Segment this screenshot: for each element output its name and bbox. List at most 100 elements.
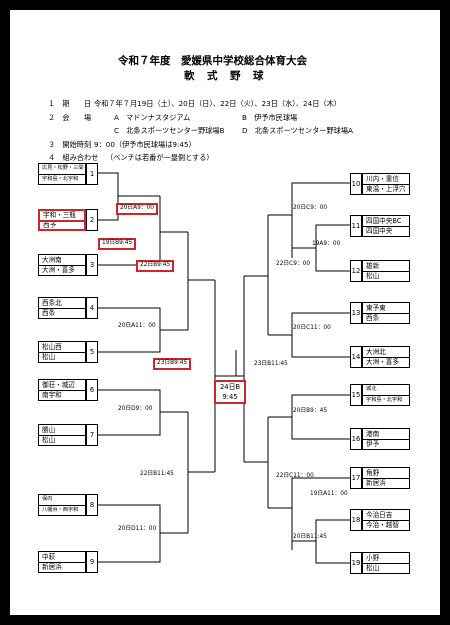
game-label: 20日B11:45 bbox=[293, 534, 327, 540]
team-name: 保内 bbox=[42, 496, 53, 503]
team-box: 保内八幡浜・西宇和 bbox=[38, 494, 86, 516]
team-box: 御荘・城辺南宇和 bbox=[38, 379, 86, 401]
seed-number: 8 bbox=[86, 494, 98, 516]
team-name: 川内・重信 bbox=[366, 174, 399, 183]
team-name: 今治・越智 bbox=[363, 520, 409, 530]
venue-c: C 北条スポーツセンター野球場B bbox=[114, 126, 225, 135]
team-box: 中萩新居浜 bbox=[38, 551, 86, 573]
game-label: 19A9：00 bbox=[312, 241, 341, 247]
team-name: 宇和島・北宇和 bbox=[39, 174, 85, 184]
team-name: 東予東 bbox=[366, 303, 386, 312]
team-name: 角野 bbox=[366, 468, 380, 477]
team-name: 新居浜 bbox=[363, 478, 409, 488]
seed-number: 19 bbox=[350, 552, 362, 574]
document-subtitle: 軟 式 野 球 bbox=[184, 70, 265, 82]
game-label: 20日B9：45 bbox=[293, 408, 328, 414]
seed-number: 7 bbox=[86, 424, 98, 446]
team-name: 宇和・三瓶 bbox=[43, 211, 76, 220]
seed-number: 2 bbox=[86, 209, 98, 231]
period-label: １ 期 日 bbox=[48, 99, 92, 108]
seed-number: 6 bbox=[86, 379, 98, 401]
venue-label: ２ 会 場 bbox=[48, 113, 92, 122]
team-name: 松山 bbox=[363, 563, 409, 573]
game-label: 20日A9：00 bbox=[116, 203, 159, 215]
venue-b: B 伊予市民球場 bbox=[242, 113, 298, 122]
seed-number: 4 bbox=[86, 297, 98, 319]
team-box: 西条北西条 bbox=[38, 297, 86, 319]
team-name: 小野 bbox=[366, 553, 380, 562]
team-name: 宇和島・北宇和 bbox=[363, 395, 409, 405]
team-name: 松山 bbox=[39, 352, 85, 362]
team-box: 川内・重信東温・上浮穴 bbox=[362, 173, 410, 195]
team-name: 今治日吉 bbox=[366, 510, 393, 519]
period-value: 令和７年７月19日（土）、20日（日）、22日（火）、23日（水）、24日（木） bbox=[94, 99, 341, 108]
seed-number: 14 bbox=[350, 346, 362, 368]
team-name: 城北 bbox=[366, 386, 377, 393]
document-title: 令和７年度 愛媛県中学校総合体育大会 bbox=[118, 55, 307, 67]
seed-number: 10 bbox=[350, 173, 362, 195]
team-name: 伊予 bbox=[363, 439, 409, 449]
team-box: 小野松山 bbox=[362, 552, 410, 574]
game-label: 22日C11：00 bbox=[276, 473, 314, 479]
team-name: 四国中央 bbox=[363, 226, 409, 236]
team-name: 港南 bbox=[366, 429, 380, 438]
team-box: 今治日吉今治・越智 bbox=[362, 509, 410, 531]
seed-number: 11 bbox=[350, 215, 362, 237]
team-name: 西条 bbox=[39, 308, 85, 318]
team-box: 広見・松野・三間宇和島・北宇和 bbox=[38, 163, 86, 185]
seed-number: 15 bbox=[350, 384, 362, 406]
team-box: 宇和・三瓶西予 bbox=[38, 209, 86, 231]
team-box: 角野新居浜 bbox=[362, 467, 410, 489]
team-box: 城北宇和島・北宇和 bbox=[362, 384, 410, 406]
team-name: 松山 bbox=[39, 435, 85, 445]
seed-number: 9 bbox=[86, 551, 98, 573]
game-label: 23日B11:45 bbox=[254, 361, 288, 367]
team-name: 西条 bbox=[363, 313, 409, 323]
team-name: 西予 bbox=[40, 220, 84, 229]
team-box: 港南伊予 bbox=[362, 428, 410, 450]
seed-number: 16 bbox=[350, 428, 362, 450]
team-name: 松山 bbox=[363, 271, 409, 281]
game-label: 20日D11：00 bbox=[118, 526, 157, 532]
team-name: 大洲・喜多 bbox=[39, 265, 85, 275]
bracket-document: 令和７年度 愛媛県中学校総合体育大会 軟 式 野 球 １ 期 日 令和７年７月1… bbox=[10, 10, 440, 615]
seed-number: 12 bbox=[350, 260, 362, 282]
team-name: 広見・松野・三間 bbox=[42, 165, 84, 172]
seed-number: 3 bbox=[86, 254, 98, 276]
team-box: 雄新松山 bbox=[362, 260, 410, 282]
game-label: 19日A11：00 bbox=[310, 491, 348, 497]
team-name: 松山西 bbox=[42, 342, 62, 351]
team-name: 四国中央BC bbox=[366, 216, 402, 225]
final-game-date: 24日B bbox=[219, 383, 241, 391]
team-name: 御荘・城辺 bbox=[42, 380, 75, 389]
game-label: 20日A11：00 bbox=[118, 323, 156, 329]
team-name: 大洲南 bbox=[42, 255, 62, 264]
team-box: 大洲南大洲・喜多 bbox=[38, 254, 86, 276]
seed-number: 1 bbox=[86, 163, 98, 185]
team-box: 松山西松山 bbox=[38, 341, 86, 363]
team-name: 大洲北 bbox=[366, 347, 386, 356]
game-label: 22日C9：00 bbox=[276, 261, 311, 267]
seed-number: 5 bbox=[86, 341, 98, 363]
seed-number: 17 bbox=[350, 467, 362, 489]
team-name: 西条北 bbox=[42, 298, 62, 307]
game-label: 20日C9：00 bbox=[293, 205, 328, 211]
team-name: 勝山 bbox=[42, 425, 56, 434]
team-box: 勝山松山 bbox=[38, 424, 86, 446]
seed-number: 18 bbox=[350, 509, 362, 531]
team-name: 南宇和 bbox=[39, 390, 85, 400]
bracket-lines bbox=[96, 172, 350, 564]
team-name: 東温・上浮穴 bbox=[363, 184, 409, 194]
team-name: 新居浜 bbox=[39, 562, 85, 572]
team-name: 中萩 bbox=[42, 552, 56, 561]
team-name: 雄新 bbox=[366, 261, 380, 270]
draw-note: （ベンチは若番が一塁側とする） bbox=[106, 153, 214, 162]
team-box: 東予東西条 bbox=[362, 302, 410, 324]
team-name: 八幡浜・西宇和 bbox=[39, 505, 85, 515]
draw-label: ４ 組み合わせ bbox=[48, 153, 99, 162]
final-game-time: 9:45 bbox=[222, 393, 238, 401]
final-game-box: 24日B 9:45 bbox=[214, 380, 246, 404]
team-name: 大洲・喜多 bbox=[363, 357, 409, 367]
venue-d: D 北条スポーツセンター野球場A bbox=[242, 126, 353, 135]
